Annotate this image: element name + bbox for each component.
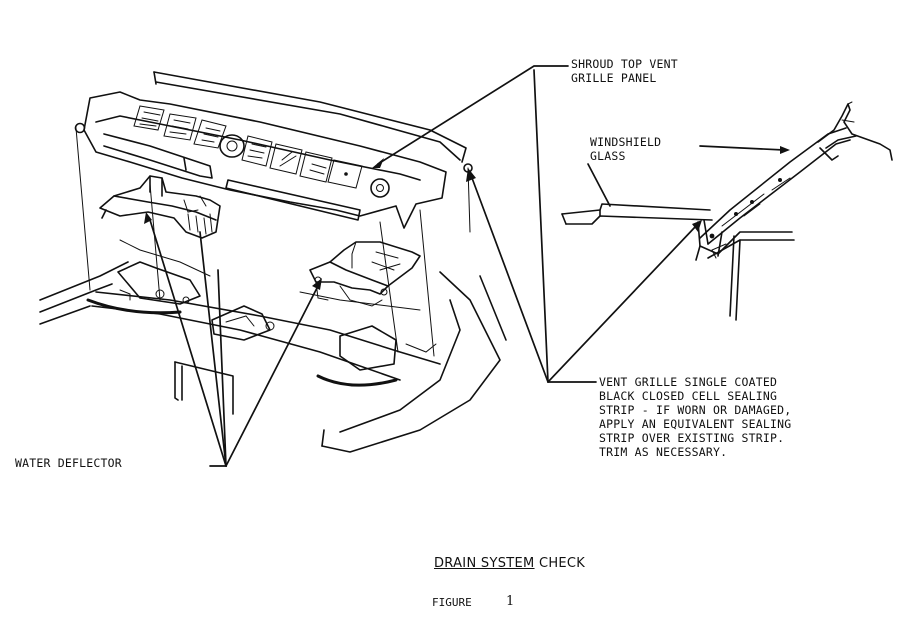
windshield-glass-label: WINDSHIELD GLASS <box>590 135 662 163</box>
water-deflector-label: WATER DEFLECTOR <box>15 456 122 470</box>
exploded-view-guides <box>75 127 471 357</box>
car-body-outline <box>39 239 507 453</box>
sealing-strip-note: VENT GRILLE SINGLE COATED BLACK CLOSED C… <box>599 375 792 459</box>
left-water-deflector <box>99 175 221 239</box>
figure-title: DRAIN SYSTEM CHECK <box>434 556 585 571</box>
shroud-top-vent-grille-panel <box>74 71 473 229</box>
figure-number: 1 <box>506 594 515 609</box>
figure-title-main: DRAIN SYSTEM <box>434 556 535 571</box>
figure-label: FIGURE <box>432 596 472 609</box>
figure-title-suffix: CHECK <box>538 556 586 571</box>
windshield-cross-section <box>561 101 893 321</box>
right-water-deflector <box>309 241 421 307</box>
leader-lines <box>144 65 790 467</box>
shroud-top-vent-label: SHROUD TOP VENT GRILLE PANEL <box>571 57 678 85</box>
